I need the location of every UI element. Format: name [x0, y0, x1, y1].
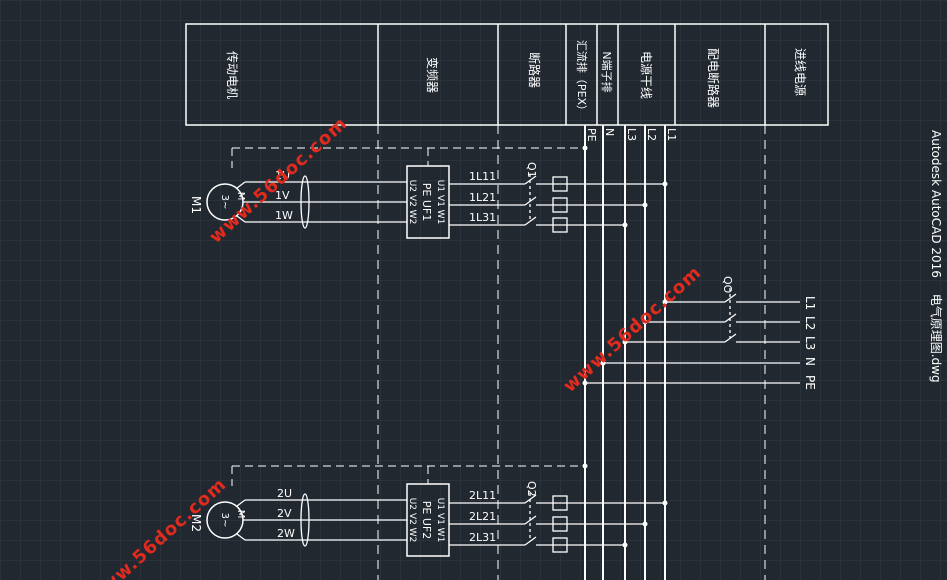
incoming-breaker-qo[interactable]: QO L1 L2 L3 N PE: [582, 276, 818, 390]
drive-group-2[interactable]: M 3~ M2 2U 2V 2W U2 V2 W2 PE UF2 U1 V1 W…: [189, 463, 668, 557]
wire-1v: 1V: [275, 189, 290, 202]
inverter-uf1-label: PE UF1: [420, 183, 433, 221]
title-table: [185, 23, 829, 126]
wire-2l11: 2L11: [469, 489, 496, 502]
wire-2w: 2W: [277, 527, 295, 540]
wire-2v: 2V: [277, 507, 292, 520]
incoming-pe: PE: [803, 375, 817, 390]
wire-1w: 1W: [275, 209, 293, 222]
drawing-title: Autodesk AutoCAD 2016 电气原理图.dwg: [929, 130, 944, 383]
incoming-n: N: [803, 357, 817, 366]
header-breaker: 断路器: [527, 52, 542, 88]
bus-label-pe: PE: [585, 128, 598, 142]
bus-label-n: N: [603, 128, 616, 136]
motor-m1-label: M1: [189, 196, 203, 214]
motor-m2-phase: 3~: [219, 513, 230, 528]
wire-2u: 2U: [277, 487, 292, 500]
inverter-uf1-top-pins: U1 V1 W1: [435, 180, 445, 225]
header-labels: 传动电机 变频器 断路器 汇流排（PEX） N端子排 电源干线 配电断路器 进线…: [225, 40, 807, 116]
motor-m2-letter: M: [235, 510, 246, 519]
bus-label-l1: L1: [665, 128, 678, 141]
header-power-trunk: 电源干线: [639, 51, 653, 99]
column-dividers: [377, 125, 766, 580]
wire-1l11: 1L11: [469, 170, 496, 183]
bus-label-l2: L2: [645, 128, 658, 141]
inverter-uf1-bottom-pins: U2 V2 W2: [407, 180, 417, 225]
incoming-l1: L1: [803, 296, 817, 310]
incoming-l3: L3: [803, 336, 817, 350]
breaker-q2[interactable]: [524, 493, 665, 553]
watermark-2: www.56doc.com: [559, 262, 705, 397]
incoming-l2: L2: [803, 316, 817, 330]
breaker-q2-label: Q2: [525, 481, 538, 497]
bus-labels: PE N L3 L2 L1: [585, 128, 678, 142]
inverter-uf2-bottom-pins: U2 V2 W2: [407, 498, 417, 543]
wire-2l31: 2L31: [469, 531, 496, 544]
header-bus-pex: 汇流排（PEX）: [575, 40, 589, 116]
header-inverter: 变频器: [425, 57, 440, 93]
motor-m2-label: M2: [189, 514, 203, 532]
header-distribution-breaker: 配电断路器: [706, 48, 721, 108]
breaker-q1-label: Q1: [525, 162, 538, 178]
inverter-uf1[interactable]: [406, 165, 450, 239]
header-motor: 传动电机: [225, 51, 240, 99]
inverter-uf2-top-pins: U1 V1 W1: [435, 498, 445, 543]
wire-1l31: 1L31: [469, 211, 496, 224]
watermarks: www.56doc.com www.56doc.com www.56doc.co…: [84, 113, 705, 580]
wire-1l21: 1L21: [469, 191, 496, 204]
main-breaker-label: QO: [721, 276, 734, 294]
header-incoming-power: 进线电源: [793, 48, 807, 96]
drive-group-1[interactable]: M 3~ M1 1U 1V 1W U2 V2 W2 PE UF1 U1 V1 W…: [189, 145, 668, 239]
motor-m1-letter: M: [235, 192, 246, 201]
wire-2l21: 2L21: [469, 510, 496, 523]
bus-label-l3: L3: [625, 128, 638, 141]
header-n-terminal: N端子排: [600, 51, 614, 92]
wire-1u: 1U: [275, 169, 290, 182]
app-name: Autodesk AutoCAD 2016 电气原理图.dwg: [929, 130, 944, 383]
breaker-q1[interactable]: [524, 174, 665, 233]
watermark-1: www.56doc.com: [205, 113, 351, 248]
motor-m1-phase: 3~: [219, 195, 230, 210]
inverter-uf2-label: PE UF2: [420, 501, 433, 539]
inverter-uf2[interactable]: [406, 483, 450, 557]
